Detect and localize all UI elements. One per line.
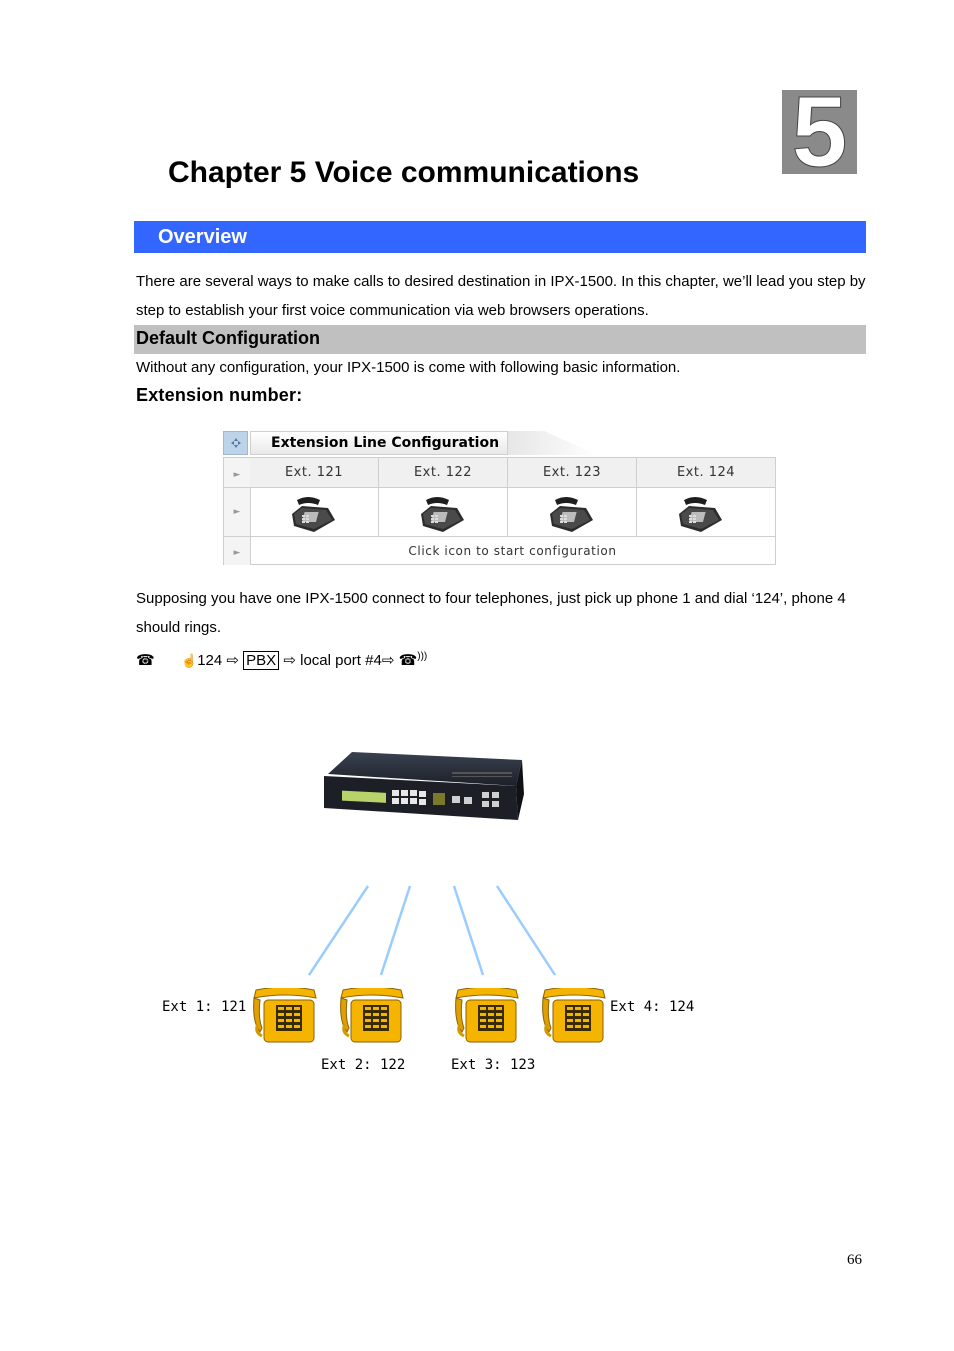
header-fade-decoration <box>508 431 598 455</box>
config-hint-text: Click icon to start configuration <box>408 544 617 558</box>
row-arrow-icon: ► <box>224 458 251 487</box>
arrow-icon: ⇨ <box>381 652 395 669</box>
overview-paragraph: There are several ways to make calls to … <box>136 273 866 319</box>
dialed-number: 124 <box>197 652 223 669</box>
default-config-paragraph: Without any configuration, your IPX-1500… <box>136 359 681 376</box>
row-arrow-icon: ► <box>224 537 251 565</box>
telephone-icon: ☎ <box>136 652 155 669</box>
extension-line-config-widget: Extension Line Configuration ► Ext. 121 … <box>223 430 776 565</box>
example-paragraph: Supposing you have one IPX-1500 connect … <box>136 590 846 636</box>
ring-waves: ))) <box>417 651 428 662</box>
ext-phone-123[interactable] <box>508 488 637 536</box>
finger-dial-icon: ☝ <box>181 653 198 668</box>
line-to-ext4 <box>495 885 557 976</box>
ext4-label: Ext 4: 124 <box>610 999 695 1015</box>
ext-phone-124[interactable] <box>637 488 775 536</box>
extension-grid: ► Ext. 121 Ext. 122 Ext. 123 Ext. 124 ► <box>223 457 776 565</box>
ext-phone-122[interactable] <box>379 488 508 536</box>
ext-label-122: Ext. 122 <box>379 458 508 487</box>
desk-phone-icon[interactable] <box>288 492 338 534</box>
ext2-label: Ext 2: 122 <box>321 1057 406 1073</box>
default-config-bar: Default Configuration <box>134 325 866 354</box>
arrow-icon: ⇨ <box>283 652 296 669</box>
page-number: 66 <box>847 1252 862 1268</box>
overview-section-bar: Overview <box>134 221 866 253</box>
line-to-ext1 <box>307 885 370 976</box>
chapter-number-badge: 5 <box>782 82 857 183</box>
telephone-icon-ext1 <box>253 988 317 1043</box>
telephone-icon-ext2 <box>340 988 404 1043</box>
row-arrow-icon: ► <box>224 488 251 536</box>
widget-header: Extension Line Configuration <box>223 430 776 456</box>
telephone-icon-ext4 <box>542 988 606 1043</box>
extension-label-row: ► Ext. 121 Ext. 122 Ext. 123 Ext. 124 <box>224 458 775 488</box>
widget-title: Extension Line Configuration <box>250 431 508 455</box>
default-config-heading: Default Configuration <box>136 328 320 348</box>
ext-phone-121[interactable] <box>250 488 379 536</box>
line-to-ext2 <box>379 885 412 976</box>
ringing-telephone-icon: ☎ <box>398 652 418 669</box>
line-to-ext3 <box>452 885 485 976</box>
extension-icon-row: ► <box>224 488 775 537</box>
ext-label-121: Ext. 121 <box>250 458 379 487</box>
chapter-title: Chapter 5 Voice communications <box>168 156 640 189</box>
ext3-label: Ext 3: 123 <box>451 1057 536 1073</box>
overview-heading: Overview <box>158 226 247 248</box>
desk-phone-icon[interactable] <box>675 492 725 534</box>
ext-label-123: Ext. 123 <box>508 458 637 487</box>
telephone-icon-ext3 <box>455 988 519 1043</box>
local-port-text: local port #4 <box>300 652 382 669</box>
extension-number-heading: Extension number: <box>136 385 303 405</box>
desk-phone-icon[interactable] <box>417 492 467 534</box>
ipx-1500-device-image <box>324 752 524 820</box>
ext-label-124: Ext. 124 <box>637 458 775 487</box>
extension-footer-row: ► Click icon to start configuration <box>224 537 775 565</box>
pbx-box: PBX <box>243 651 280 670</box>
desk-phone-icon[interactable] <box>546 492 596 534</box>
ext1-label: Ext 1: 121 <box>162 999 247 1015</box>
collapse-icon[interactable] <box>223 431 248 455</box>
arrow-icon: ⇨ <box>226 652 239 669</box>
call-flow-line: ☎ ☝124 ⇨ PBX ⇨ local port #4⇨ ☎))) <box>136 642 427 675</box>
